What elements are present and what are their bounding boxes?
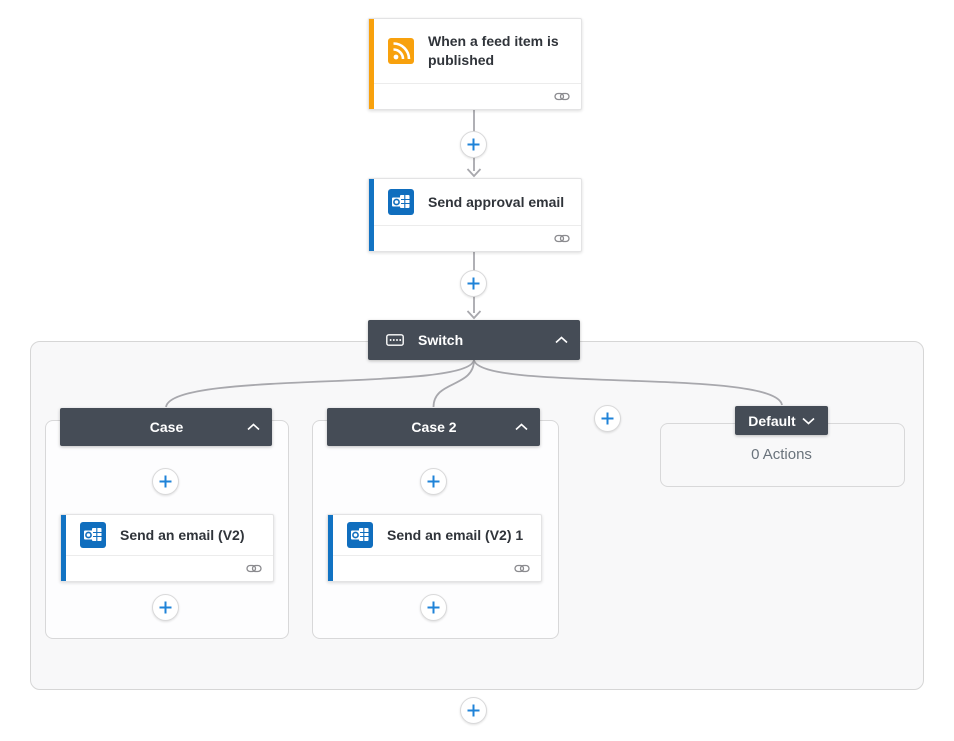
insert-step-button-2[interactable] [460, 270, 487, 297]
plus-icon [159, 475, 172, 488]
trigger-title: When a feed item is published [428, 33, 559, 68]
plus-icon [601, 412, 614, 425]
insert-step-button-1[interactable] [460, 131, 487, 158]
case1-header[interactable]: Case [60, 408, 272, 446]
plus-icon [467, 138, 480, 151]
case2-header[interactable]: Case 2 [327, 408, 540, 446]
plus-icon [467, 704, 480, 717]
default-actions-count: 0 Actions [751, 445, 812, 463]
trigger-card-feed-item-published[interactable]: When a feed item is published [368, 18, 582, 110]
case2-insert-step-button[interactable] [420, 468, 447, 495]
action-card-send-an-email-v2[interactable]: Send an email (V2) [60, 514, 274, 582]
switch-header[interactable]: Switch [368, 320, 580, 360]
action-title: Send an email (V2) 1 [387, 526, 524, 543]
connection-link-icon [554, 234, 570, 243]
add-case-button[interactable] [594, 405, 621, 432]
new-step-button[interactable] [460, 697, 487, 724]
connection-link-icon [514, 564, 530, 573]
default-label: Default [748, 412, 796, 429]
connection-link-icon [246, 564, 262, 573]
case2-add-action-button[interactable] [420, 594, 447, 621]
plus-icon [427, 601, 440, 614]
rss-icon [388, 38, 414, 64]
arrowhead-approval [466, 168, 482, 178]
action-accent-bar [328, 515, 333, 581]
action-accent-bar [61, 515, 66, 581]
chevron-down-icon[interactable] [802, 417, 815, 425]
approval-card-footer [374, 225, 581, 251]
default-header[interactable]: Default [735, 406, 828, 435]
action-title: Send approval email [428, 193, 565, 210]
trigger-card-footer [374, 83, 581, 109]
case1-label: Case [149, 419, 184, 435]
case1-insert-step-button[interactable] [152, 468, 179, 495]
plus-icon [159, 601, 172, 614]
action-card-send-approval-email[interactable]: Send approval email [368, 178, 582, 252]
chevron-up-icon[interactable] [555, 336, 568, 344]
arrowhead-switch [466, 310, 482, 320]
switch-label: Switch [418, 332, 464, 348]
action-card-send-an-email-v2-1[interactable]: Send an email (V2) 1 [327, 514, 542, 582]
case2-label: Case 2 [411, 419, 457, 435]
action-title: Send an email (V2) [120, 526, 245, 543]
outlook-icon [388, 189, 414, 215]
email1-card-footer [66, 555, 273, 581]
connection-link-icon [554, 92, 570, 101]
email2-card-footer [333, 555, 541, 581]
outlook-icon [347, 522, 373, 548]
outlook-icon [80, 522, 106, 548]
plus-icon [467, 277, 480, 290]
chevron-up-icon[interactable] [515, 423, 528, 431]
case1-add-action-button[interactable] [152, 594, 179, 621]
plus-icon [427, 475, 440, 488]
chevron-up-icon[interactable] [247, 423, 260, 431]
control-switch-icon [386, 334, 404, 346]
trigger-accent-bar [369, 19, 374, 109]
action-accent-bar [369, 179, 374, 251]
